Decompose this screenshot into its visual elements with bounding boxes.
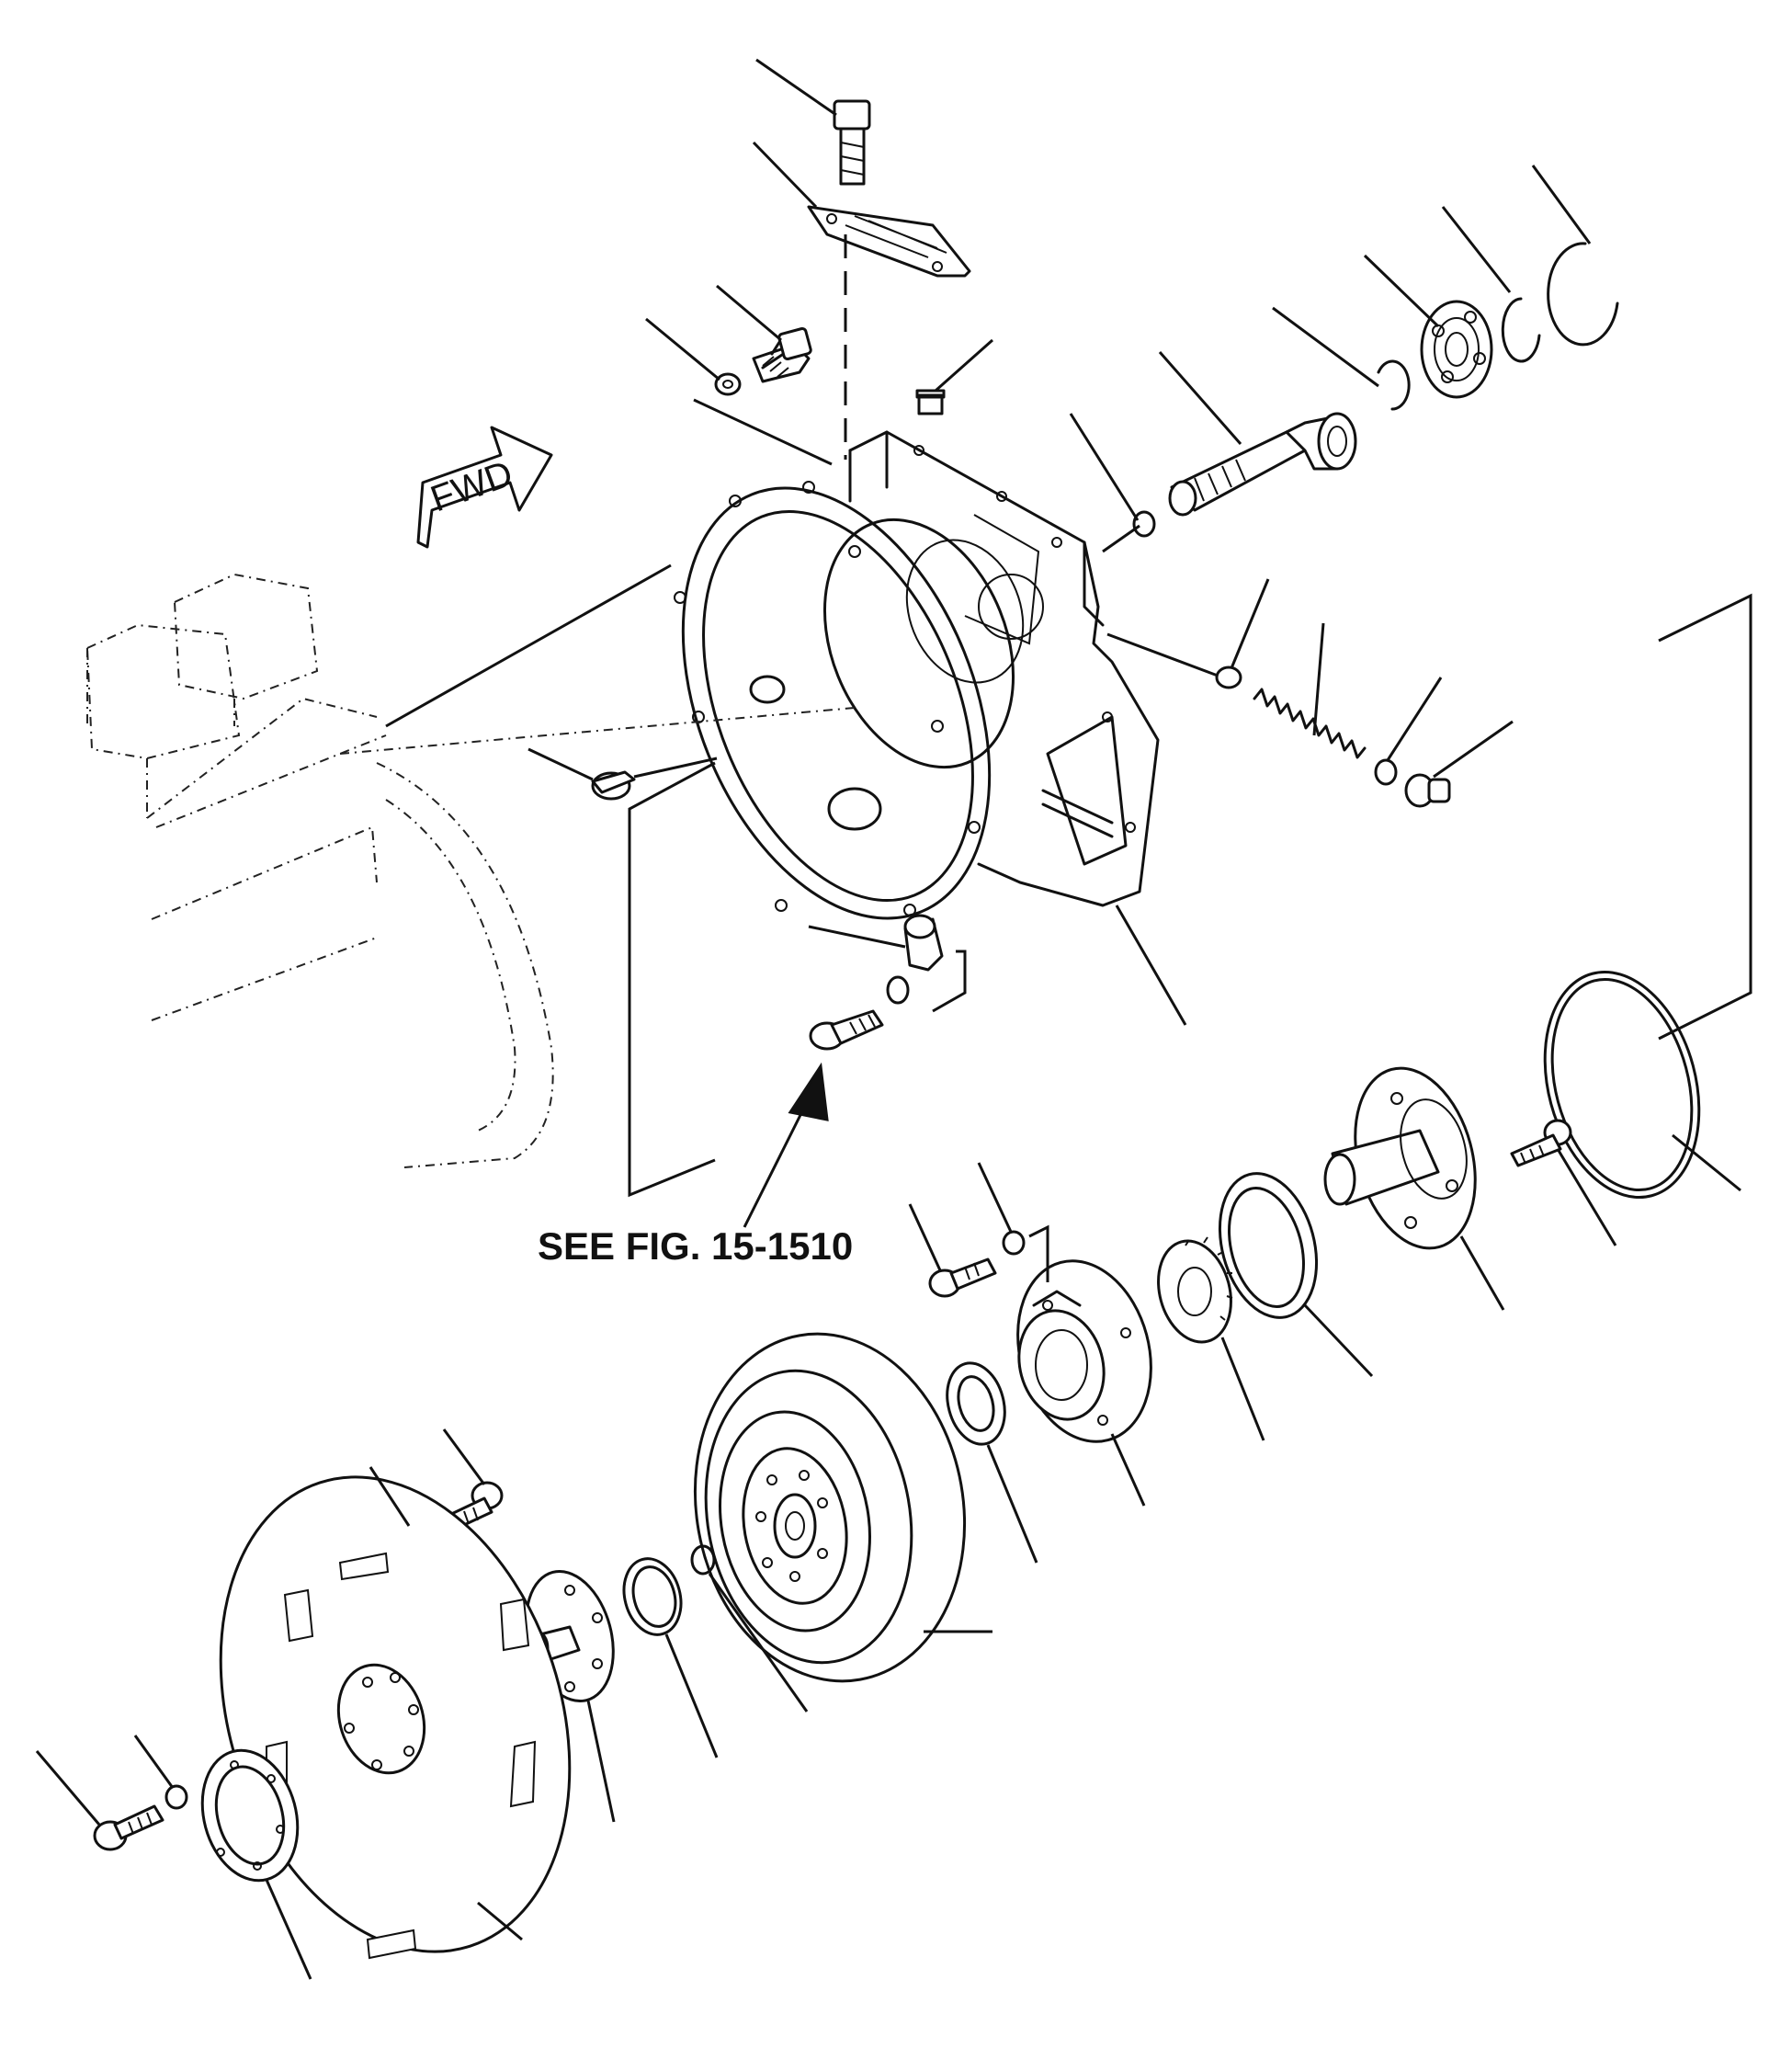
oil-seal xyxy=(946,1361,1006,1446)
stator-support-hub xyxy=(1323,1066,1477,1250)
see-fig-label: SEE FIG. 15-1510 xyxy=(538,1224,853,1268)
housing-bolt-guide-line xyxy=(693,398,833,466)
plug-guide-line xyxy=(633,757,718,779)
large-o-ring xyxy=(1543,970,1701,1200)
housing-lock-washer-upper xyxy=(714,372,742,396)
elbow-bolt xyxy=(809,1009,884,1051)
elbow-washer xyxy=(886,975,910,1005)
fwd-arrow: FWD xyxy=(416,426,553,549)
flexplate xyxy=(219,1475,572,1960)
small-o-ring xyxy=(690,1544,716,1576)
stator-support-bolt xyxy=(1510,1119,1572,1167)
fwd-label: FWD xyxy=(425,453,518,519)
oring-bracket xyxy=(1658,593,1752,1041)
pump-gear xyxy=(1157,1236,1233,1344)
valve-spring xyxy=(1253,688,1367,759)
retaining-ring-outer xyxy=(1547,242,1619,347)
thrust-washer xyxy=(622,1557,683,1636)
see-fig-pointer xyxy=(743,1062,829,1228)
housing-top-plug xyxy=(915,389,946,415)
callout-leaders xyxy=(35,58,1741,1980)
valve-washer xyxy=(1374,758,1398,786)
converter-housing xyxy=(674,430,1160,920)
flange-bolt-holes xyxy=(674,481,981,916)
engine-dowel-line xyxy=(339,707,856,755)
valve-piston xyxy=(1215,666,1242,689)
input-shaft xyxy=(1168,412,1357,517)
engine-ghost-outline xyxy=(85,573,554,1168)
housing-bolt-upper xyxy=(752,326,812,383)
backing-lock-washer xyxy=(164,1784,188,1810)
engine-mount-line xyxy=(385,563,672,728)
elbow-fitting xyxy=(903,914,944,972)
shaft-axis-line xyxy=(1102,524,1140,553)
housing-side-plug xyxy=(591,770,636,801)
top-bolt xyxy=(833,99,871,186)
see-fig-bracket xyxy=(628,761,716,1198)
identification-plate xyxy=(807,205,971,278)
pump-housing xyxy=(1016,1259,1152,1443)
small-seal-ring xyxy=(1132,510,1156,538)
backing-ring xyxy=(200,1748,300,1883)
snap-ring-middle xyxy=(1501,297,1541,363)
pump-lock-washer xyxy=(1002,1230,1026,1256)
bearing-race xyxy=(1218,1172,1319,1319)
pump-bolt-bracket xyxy=(1028,1224,1049,1282)
pump-bolt xyxy=(928,1257,997,1298)
ball-bearing xyxy=(1420,300,1493,399)
torque-converter xyxy=(693,1332,967,1683)
elbow-bracket xyxy=(932,950,967,1013)
valve-plug xyxy=(1404,773,1451,808)
backing-bolt xyxy=(93,1804,164,1851)
valve-axis-line xyxy=(1106,632,1219,677)
snap-ring-inner xyxy=(1377,359,1411,411)
